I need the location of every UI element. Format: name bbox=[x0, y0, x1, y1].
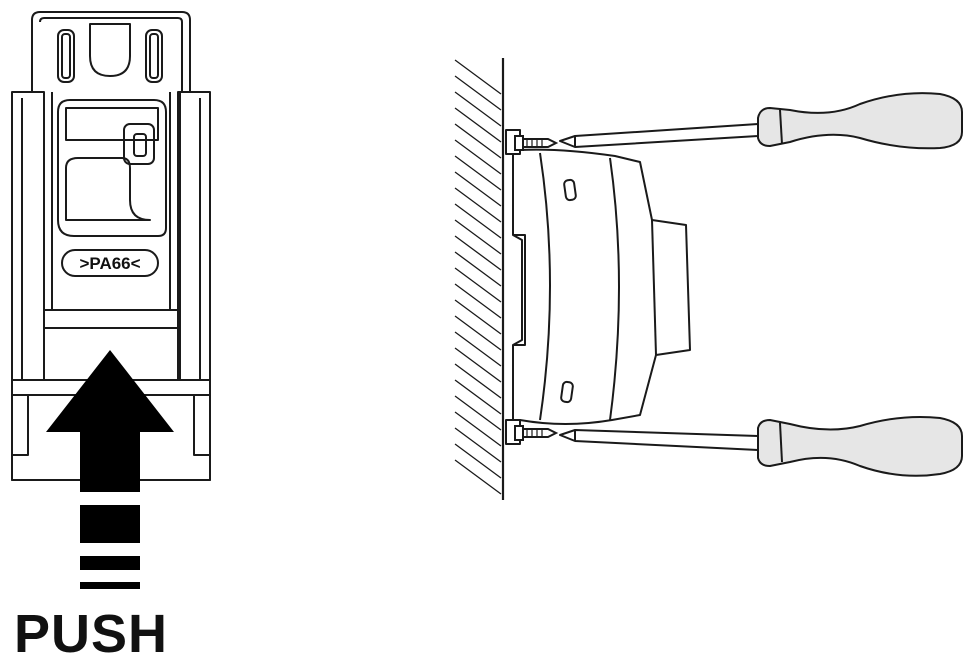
screwdriver-icon bbox=[559, 416, 963, 477]
arrow-up-icon bbox=[46, 350, 174, 589]
screwdriver-handle-top bbox=[757, 92, 963, 150]
hatch-line bbox=[454, 123, 502, 159]
hatch-line bbox=[454, 235, 502, 271]
hatch-line bbox=[454, 347, 502, 383]
hatch-line bbox=[454, 283, 502, 319]
clip-slot-right-inner bbox=[149, 33, 159, 79]
screwdriver-shaft-top bbox=[559, 123, 759, 148]
clip-window-lower bbox=[65, 157, 151, 221]
screw-shaft-top bbox=[522, 138, 559, 148]
material-marking-text: >PA66< bbox=[79, 254, 140, 273]
push-label: PUSH bbox=[14, 604, 169, 664]
hatch-line bbox=[454, 139, 502, 175]
hatch-line bbox=[454, 443, 502, 479]
screw-icon bbox=[514, 135, 559, 441]
screwdriver-shaft-bottom bbox=[559, 429, 759, 451]
wall-mount-figure bbox=[454, 58, 691, 500]
hatch-line bbox=[454, 299, 502, 335]
hatch-line bbox=[454, 395, 502, 431]
hatch-line bbox=[454, 379, 502, 415]
hatch-line bbox=[454, 91, 502, 127]
hatch-line bbox=[454, 219, 502, 255]
device-curve-left bbox=[539, 152, 551, 421]
wall-hatching bbox=[454, 59, 502, 495]
hatch-line bbox=[454, 411, 502, 447]
screw-head-top bbox=[514, 135, 524, 151]
clip-window-upper bbox=[65, 107, 159, 141]
hatch-line bbox=[454, 267, 502, 303]
hatch-line bbox=[454, 75, 502, 111]
device-curve-mid bbox=[609, 157, 620, 421]
clip-slot-left bbox=[57, 29, 75, 83]
clip-top-cutout bbox=[89, 23, 131, 77]
hatch-line bbox=[454, 155, 502, 191]
clip-latch-hole bbox=[133, 133, 147, 157]
hatch-line bbox=[454, 331, 502, 367]
screwdriver-handle-bottom bbox=[757, 416, 963, 477]
device-front-step bbox=[651, 219, 657, 356]
clip-base-notch-right bbox=[193, 394, 211, 456]
hatch-line bbox=[454, 427, 502, 463]
hatch-line bbox=[454, 203, 502, 239]
material-marking-badge bbox=[61, 249, 159, 277]
rail-notch bbox=[512, 234, 523, 346]
clip-slider bbox=[31, 11, 191, 329]
clip-slot-right bbox=[145, 29, 163, 83]
screw-shaft-bottom bbox=[522, 428, 559, 438]
clip-base-notch-left bbox=[11, 394, 29, 456]
screw-head-bottom bbox=[514, 425, 524, 441]
hatch-line bbox=[454, 363, 502, 399]
arrow-dash bbox=[80, 505, 140, 543]
hatch-line bbox=[454, 59, 502, 95]
hatch-line bbox=[454, 171, 502, 207]
device-slot-top bbox=[563, 178, 577, 202]
hatch-line bbox=[454, 251, 502, 287]
device-body bbox=[512, 148, 691, 425]
hatch-line bbox=[454, 187, 502, 223]
device-slot-bottom bbox=[560, 380, 574, 404]
hatch-line bbox=[454, 107, 502, 143]
clip-window bbox=[57, 99, 167, 237]
arrow-dash bbox=[80, 556, 140, 570]
hatch-line bbox=[454, 315, 502, 351]
arrow-dash bbox=[80, 582, 140, 589]
clip-slider-inner-edge bbox=[39, 17, 183, 92]
screwdriver-icon bbox=[559, 92, 963, 150]
clip-latch bbox=[123, 123, 155, 165]
hatch-line bbox=[454, 459, 502, 495]
clip-slot-left-inner bbox=[61, 33, 71, 79]
